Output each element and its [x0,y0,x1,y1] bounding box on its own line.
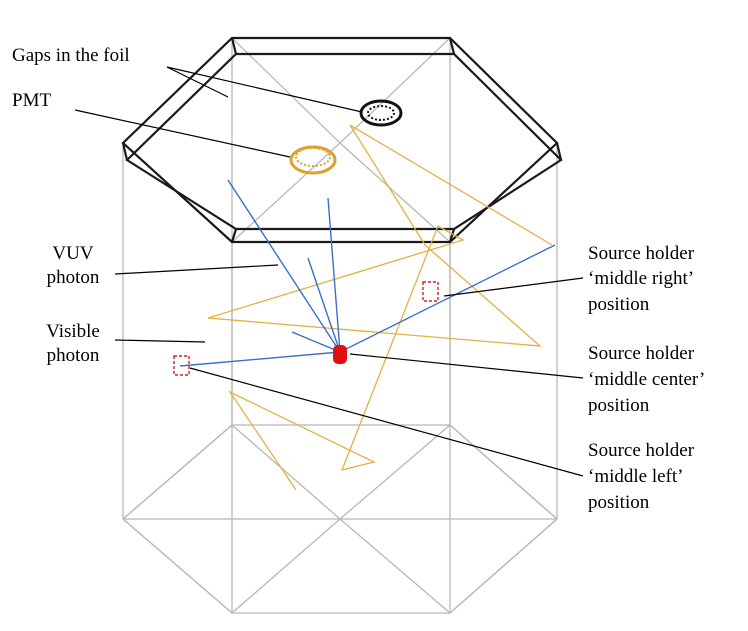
label-vuv-line2: photon [46,267,100,288]
leader-lines [74,66,584,477]
source-body [333,345,347,364]
vuv-ray-6 [179,351,341,367]
label-middle-right-line2: ‘middle right’ [588,268,695,289]
label-middle-center-line1: Source holder [588,343,695,364]
source-center [333,345,347,364]
lid-inner [125,52,563,231]
vuv-ray-1 [227,179,341,353]
leader-pmt [74,109,291,158]
holder-middle-left [173,355,190,376]
label-middle-center-line3: position [588,395,650,416]
leader-mr [443,277,584,297]
vuv-ray-4 [291,331,341,353]
vuv-ray-3 [307,257,341,353]
vuv-photon-rays [179,179,556,367]
source-holders [173,281,439,376]
label-middle-left-line2: ‘middle left’ [588,466,684,487]
leader-visible [114,339,206,343]
label-middle-left-line1: Source holder [588,440,695,461]
holder-middle-right [422,281,439,302]
label-vuv-line1: VUV [52,243,94,264]
leader-vuv [114,264,279,275]
frame-top-hexagon [122,37,558,243]
leader-gaps-2 [166,66,363,113]
visible-photon-path [207,124,553,491]
pmt-rim [289,145,337,175]
label-middle-right-line1: Source holder [588,243,695,264]
gap-rim [359,99,403,127]
vuv-ray-5 [339,244,556,353]
detector-frame [122,37,558,614]
label-middle-right-line3: position [588,294,650,315]
leader-ml [189,367,584,477]
lid-outer [121,36,559,244]
foil-gap-disc [359,99,403,127]
foil-lid [121,36,563,244]
label-middle-center-line2: ‘middle center’ [588,369,706,390]
label-visible-line2: photon [46,345,100,366]
label-gaps-in-foil: Gaps in the foil [12,45,130,66]
vuv-ray-2 [327,197,341,353]
pmt-disc [289,145,337,175]
pmt-face [295,147,331,167]
gap-face [367,105,395,121]
label-visible-line1: Visible [46,321,100,342]
label-pmt: PMT [12,90,52,111]
label-middle-left-line3: position [588,492,650,513]
leader-mc [349,353,584,379]
leader-gaps-1 [166,66,229,98]
